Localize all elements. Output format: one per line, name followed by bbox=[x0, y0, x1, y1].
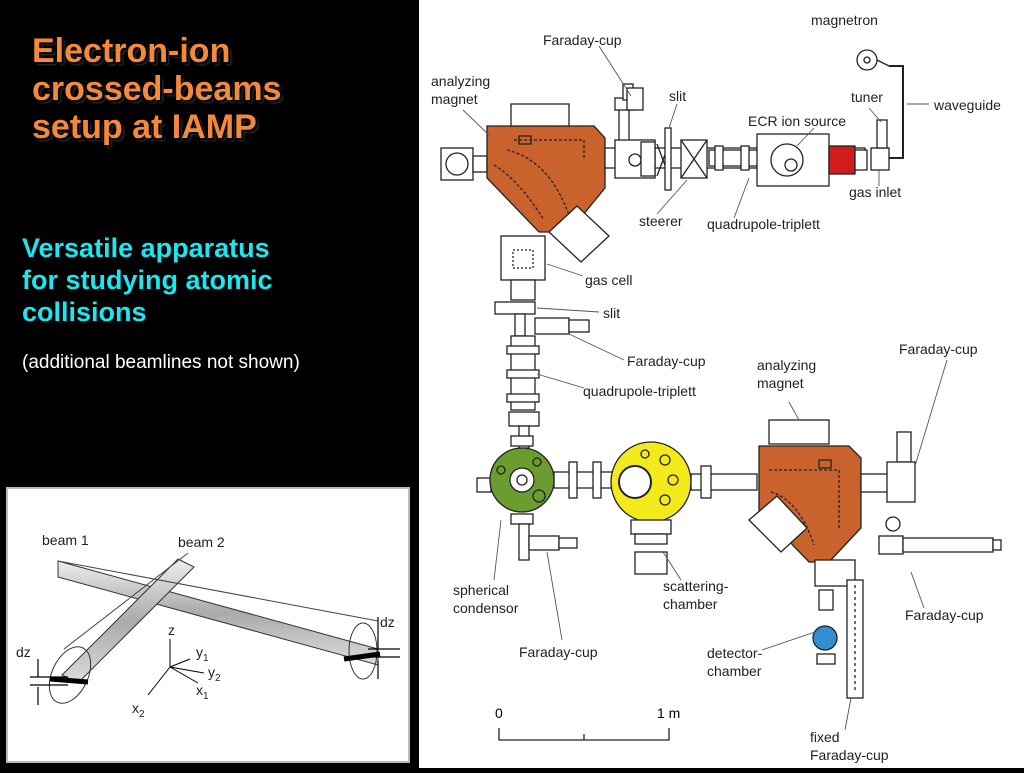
faraday-cup-right-low bbox=[902, 537, 994, 553]
label-faraday-cup-right: Faraday-cup bbox=[899, 341, 978, 357]
label-magnet-bottom: magnet bbox=[757, 375, 804, 391]
scale-zero: 0 bbox=[495, 705, 503, 721]
apparatus-svg: magnetron Faraday-cup analyzing magnet s… bbox=[431, 12, 1002, 763]
ecr-source-coil bbox=[828, 145, 856, 175]
slide-subtitle: Versatile apparatus for studying atomic … bbox=[22, 232, 402, 328]
detector-chamber bbox=[812, 625, 838, 651]
label-condensor: condensor bbox=[453, 600, 519, 616]
magnet-bottom-cover bbox=[768, 419, 830, 445]
label-faraday-cup-top: Faraday-cup bbox=[543, 32, 622, 48]
label-faraday-cup-bottom: Faraday-cup bbox=[519, 644, 598, 660]
label-analyzing-top: analyzing bbox=[431, 73, 490, 89]
faraday-cup-bottom bbox=[528, 535, 560, 551]
label-waveguide: waveguide bbox=[933, 97, 1001, 113]
label-magnetron: magnetron bbox=[811, 12, 878, 28]
faraday-cup-top bbox=[626, 87, 644, 111]
label-slit-top: slit bbox=[669, 88, 686, 104]
crossed-beams-svg: beam 1 beam 2 dz dz z y1 y2 x1 x2 bbox=[16, 532, 400, 720]
magnet-top-cover bbox=[510, 103, 570, 127]
magnet-outlet-top bbox=[548, 205, 610, 263]
label-scattering: scattering- bbox=[663, 578, 729, 594]
left-flange-port bbox=[445, 152, 469, 176]
subtitle-line-2: for studying atomic bbox=[22, 265, 273, 295]
slit-top bbox=[664, 127, 672, 191]
label-x2: x2 bbox=[132, 700, 145, 720]
tuner bbox=[876, 119, 888, 149]
label-ecr-ion-source: ECR ion source bbox=[748, 113, 846, 129]
title-line-3: setup at IAMP bbox=[32, 108, 257, 146]
label-fixed-faraday-cup: Faraday-cup bbox=[810, 747, 889, 763]
label-detector: detector- bbox=[707, 645, 763, 661]
label-steerer: steerer bbox=[639, 213, 683, 229]
label-magnet-top: magnet bbox=[431, 91, 478, 107]
gas-inlet bbox=[870, 147, 890, 171]
label-analyzing-bottom: analyzing bbox=[757, 357, 816, 373]
label-dz-right: dz bbox=[380, 614, 395, 630]
title-line-1: Electron-ion bbox=[32, 32, 231, 70]
label-beam-1: beam 1 bbox=[42, 532, 89, 548]
gas-cell bbox=[500, 235, 546, 281]
label-y1: y1 bbox=[196, 644, 209, 664]
subtitle-line-3: collisions bbox=[22, 297, 147, 327]
label-slit-mid: slit bbox=[603, 305, 620, 321]
slit-mid bbox=[494, 301, 536, 315]
label-quadrupole-triplett-mid: quadrupole-triplett bbox=[583, 383, 696, 399]
subtitle-line-1: Versatile apparatus bbox=[22, 233, 270, 263]
label-y2: y2 bbox=[208, 664, 221, 684]
label-fixed: fixed bbox=[810, 729, 840, 745]
faraday-cup-right bbox=[896, 431, 912, 463]
label-dz-left: dz bbox=[16, 644, 31, 660]
label-beam-2: beam 2 bbox=[178, 534, 225, 550]
slide-note: (additional beamlines not shown) bbox=[22, 352, 300, 373]
scale-one-meter: 1 m bbox=[657, 705, 680, 721]
label-faraday-cup-right-low: Faraday-cup bbox=[905, 607, 984, 623]
label-tuner: tuner bbox=[851, 89, 883, 105]
slide-title: Electron-ion crossed-beams setup at IAMP bbox=[32, 32, 402, 146]
title-line-2: crossed-beams bbox=[32, 70, 282, 108]
label-spherical: spherical bbox=[453, 582, 509, 598]
waveguide bbox=[889, 65, 904, 159]
scale-bar: 0 1 m bbox=[495, 705, 680, 741]
label-chamber: chamber bbox=[663, 596, 718, 612]
label-z: z bbox=[168, 622, 175, 638]
crossed-beams-inset: beam 1 beam 2 dz dz z y1 y2 x1 x2 bbox=[6, 487, 410, 763]
label-gas-inlet: gas inlet bbox=[849, 184, 901, 200]
beam-1-end bbox=[348, 622, 378, 680]
analyzing-magnet-top bbox=[486, 125, 606, 233]
magnetron bbox=[856, 49, 878, 71]
label-detector-chamber: chamber bbox=[707, 663, 762, 679]
apparatus-diagram: magnetron Faraday-cup analyzing magnet s… bbox=[419, 0, 1024, 768]
label-x1: x1 bbox=[196, 682, 209, 702]
label-gas-cell: gas cell bbox=[585, 272, 632, 288]
label-quadrupole-triplett-top: quadrupole-triplett bbox=[707, 216, 820, 232]
faraday-cup-mid bbox=[534, 317, 570, 335]
label-faraday-cup-mid: Faraday-cup bbox=[627, 353, 706, 369]
